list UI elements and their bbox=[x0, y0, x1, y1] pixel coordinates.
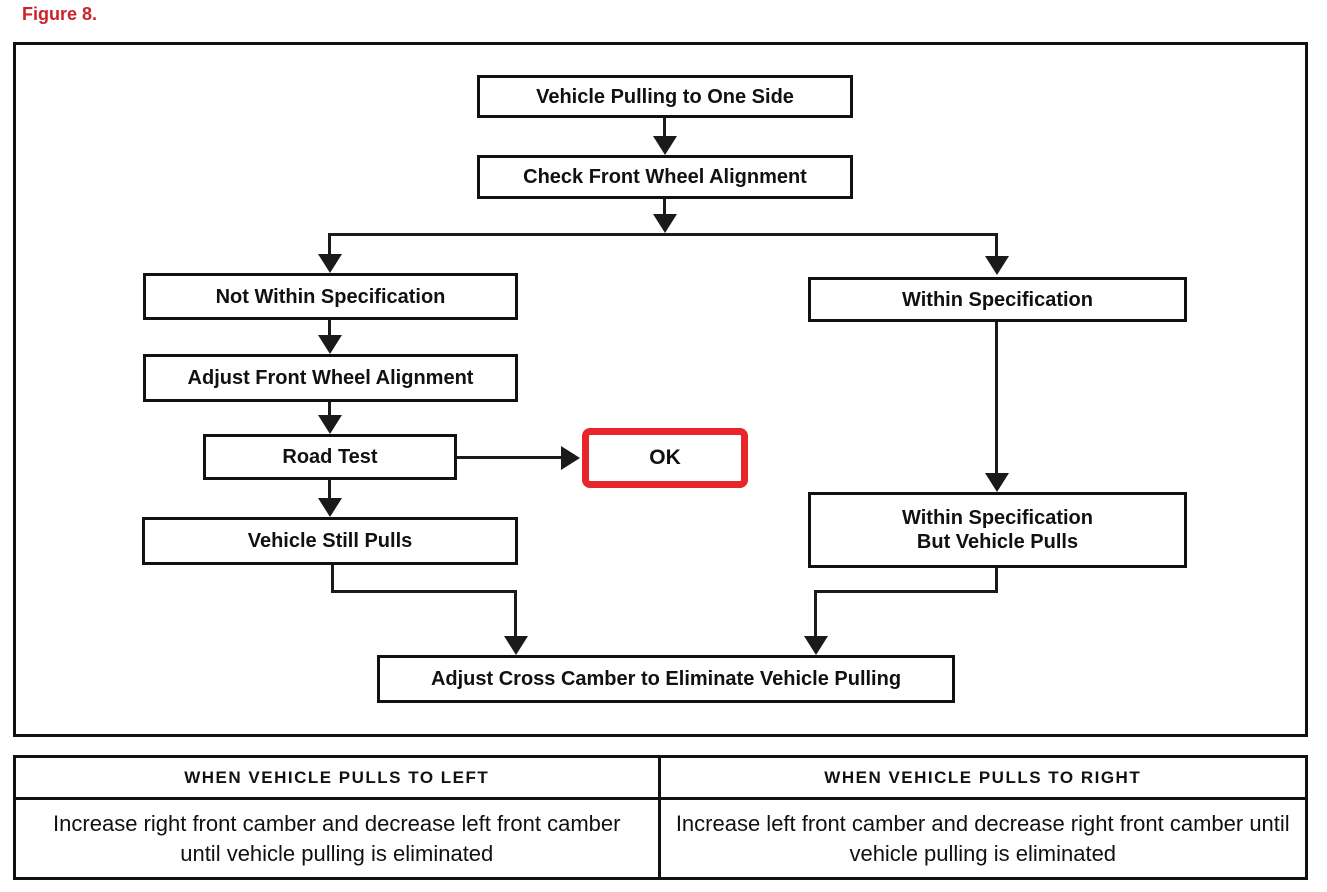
node-not-within-spec: Not Within Specification bbox=[143, 273, 518, 320]
arrowhead-down-icon bbox=[318, 335, 342, 354]
table-cell-pulls-left: Increase right front camber and decrease… bbox=[16, 800, 661, 877]
arrowhead-right-icon bbox=[561, 446, 580, 470]
table-header-pulls-right: WHEN VEHICLE PULLS TO RIGHT bbox=[660, 758, 1305, 800]
node-road-test: Road Test bbox=[203, 434, 457, 480]
connector-line bbox=[995, 322, 998, 475]
node-label-line2: But Vehicle Pulls bbox=[916, 531, 1079, 553]
arrowhead-down-icon bbox=[804, 636, 828, 655]
arrowhead-down-icon bbox=[318, 254, 342, 273]
arrowhead-down-icon bbox=[504, 636, 528, 655]
node-check-alignment: Check Front Wheel Alignment bbox=[477, 155, 853, 199]
node-within-spec-but-pulls: Within Specification But Vehicle Pulls bbox=[808, 492, 1187, 568]
figure-label: Figure 8. bbox=[22, 4, 98, 24]
connector-line bbox=[514, 590, 517, 638]
camber-adjustment-table: WHEN VEHICLE PULLS TO LEFT WHEN VEHICLE … bbox=[13, 755, 1308, 880]
connector-line bbox=[328, 233, 331, 256]
node-vehicle-pulling: Vehicle Pulling to One Side bbox=[477, 75, 853, 118]
node-ok: OK bbox=[582, 428, 748, 488]
connector-line bbox=[331, 565, 334, 593]
connector-line bbox=[331, 590, 517, 593]
connector-line bbox=[814, 590, 998, 593]
arrowhead-down-icon bbox=[653, 136, 677, 155]
table-header-pulls-left: WHEN VEHICLE PULLS TO LEFT bbox=[16, 758, 661, 800]
node-label: Check Front Wheel Alignment bbox=[523, 166, 807, 188]
node-label: Adjust Front Wheel Alignment bbox=[187, 367, 474, 389]
branch-line bbox=[328, 233, 998, 236]
arrowhead-down-icon bbox=[653, 214, 677, 233]
node-label: Within Specification bbox=[902, 288, 1093, 311]
node-label-line1: Within Specification bbox=[902, 507, 1093, 529]
node-label: Not Within Specification bbox=[215, 285, 446, 308]
node-label: Adjust Cross Camber to Eliminate Vehicle… bbox=[430, 668, 902, 690]
connector-line bbox=[814, 590, 817, 638]
connector-line bbox=[663, 118, 666, 138]
connector-line bbox=[995, 568, 998, 593]
arrowhead-down-icon bbox=[985, 256, 1009, 275]
node-label: Vehicle Pulling to One Side bbox=[536, 85, 794, 108]
node-label: Vehicle Still Pulls bbox=[247, 530, 413, 552]
node-vehicle-still-pulls: Vehicle Still Pulls bbox=[142, 517, 518, 565]
connector-line bbox=[995, 233, 998, 258]
node-within-spec: Within Specification bbox=[808, 277, 1187, 322]
connector-line bbox=[663, 199, 666, 216]
connector-line bbox=[328, 320, 331, 337]
connector-line bbox=[457, 456, 562, 459]
node-adjust-alignment: Adjust Front Wheel Alignment bbox=[143, 354, 518, 402]
arrowhead-down-icon bbox=[318, 415, 342, 434]
node-label: Road Test bbox=[282, 446, 378, 468]
arrowhead-down-icon bbox=[318, 498, 342, 517]
node-adjust-cross-camber: Adjust Cross Camber to Eliminate Vehicle… bbox=[377, 655, 955, 703]
arrowhead-down-icon bbox=[985, 473, 1009, 492]
connector-line bbox=[328, 402, 331, 417]
connector-line bbox=[328, 480, 331, 500]
table-cell-pulls-right: Increase left front camber and decrease … bbox=[675, 810, 1290, 866]
node-label: OK bbox=[649, 446, 681, 470]
